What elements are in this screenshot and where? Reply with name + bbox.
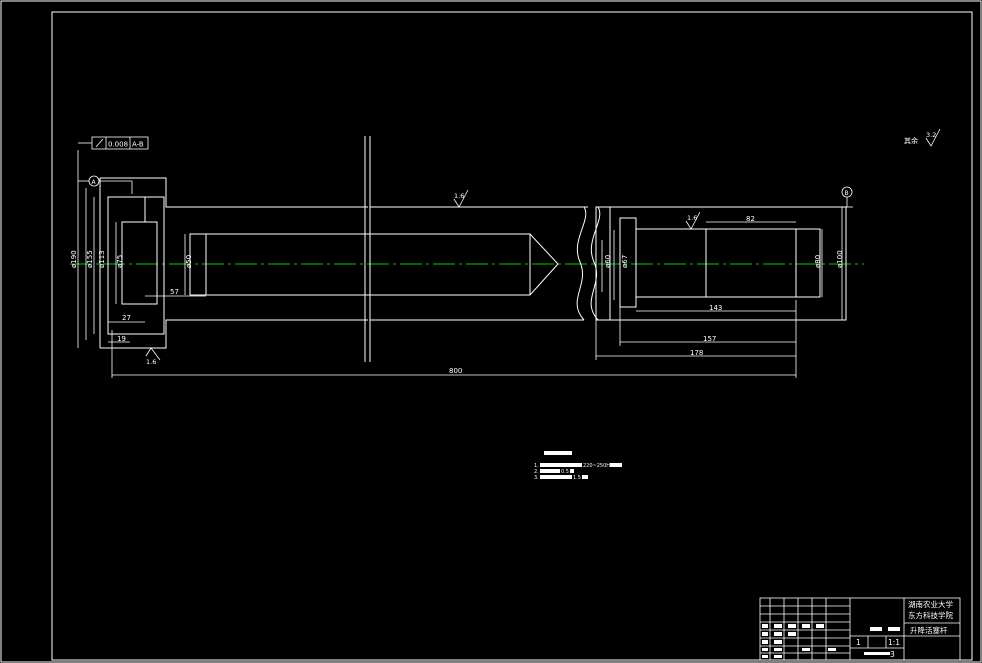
title-block-scale: 1:1	[888, 638, 900, 647]
datum-b-symbol	[841, 186, 853, 208]
roughness-symbol-1	[453, 189, 469, 208]
dim-d67: ø67	[621, 255, 629, 268]
note-2-tail: 0.5	[561, 469, 569, 475]
dim-d60: ø60	[604, 255, 612, 268]
note-3-tail-bar	[582, 475, 588, 479]
technical-notes: 1. 220~250HBS 2. 0.5 3. 1.5	[534, 451, 622, 481]
note-2-num: 2.	[534, 469, 539, 475]
note-2-tail-bar	[570, 469, 574, 473]
datum-a-symbol	[78, 175, 133, 194]
dimension-lines	[77, 150, 843, 378]
dim-143: 143	[709, 304, 722, 312]
dim-d50: ø50	[185, 255, 193, 268]
dim-d190: ø190	[70, 250, 78, 268]
title-block-fills	[762, 624, 900, 658]
dim-d155: ø155	[86, 250, 94, 268]
roughness-symbol-2	[685, 211, 701, 230]
note-1-tail: 220~250HBS	[583, 463, 617, 469]
dim-d100: ø100	[836, 250, 844, 268]
dim-57: 57	[170, 288, 179, 296]
datum-b-label: B	[845, 190, 849, 197]
title-block-qty: 1	[856, 638, 861, 647]
tolerance-value: 0.008	[108, 141, 128, 149]
note-1-bar	[540, 463, 582, 467]
dim-d80: ø80	[814, 255, 822, 268]
dim-19: 19	[117, 335, 126, 343]
tolerance-frame	[78, 136, 149, 150]
dim-157: 157	[703, 335, 716, 343]
roughness-rest-symbol	[925, 128, 941, 147]
roughness-symbol-3	[145, 347, 161, 361]
tolerance-datum: A-B	[132, 141, 144, 149]
note-3-bar	[540, 475, 572, 479]
dim-d75: ø75	[116, 255, 124, 268]
roughness-value-3: 1.6	[146, 358, 156, 366]
note-1-tail-bar	[610, 463, 622, 467]
part-outline	[99, 136, 847, 362]
roughness-value-2: 1.6	[687, 214, 697, 222]
dim-82: 82	[746, 215, 755, 223]
note-2-bar	[540, 469, 560, 473]
inner-frame	[51, 11, 973, 661]
note-3-num: 3.	[534, 475, 539, 481]
title-block	[759, 597, 961, 661]
datum-a-label: A	[92, 179, 97, 186]
note-3-tail: 1.5	[573, 475, 581, 481]
dim-27: 27	[122, 314, 131, 322]
notes-title-block	[544, 451, 572, 455]
dim-d113: ø113	[98, 250, 106, 268]
title-block-school-1: 湖南农业大学	[908, 599, 953, 609]
title-block-part-name: 升降活塞杆	[910, 625, 948, 635]
roughness-value-1: 1.6	[454, 192, 464, 200]
title-block-school-2: 东方科技学院	[908, 610, 953, 620]
dim-800: 800	[449, 367, 462, 375]
roughness-rest-value: 3.2	[926, 131, 936, 139]
note-1-num: 1.	[534, 463, 539, 469]
roughness-rest-label: 其余	[904, 136, 918, 145]
title-block-sheet: 3	[890, 650, 895, 659]
dim-178: 178	[690, 349, 703, 357]
